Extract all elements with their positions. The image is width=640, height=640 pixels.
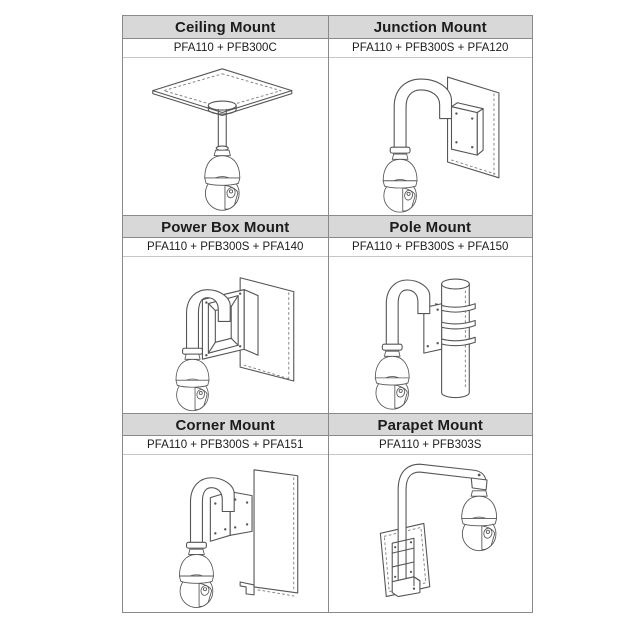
junction-mount-illustration xyxy=(382,76,499,213)
mount-part-numbers: PFA110 + PFB300S + PFA150 xyxy=(328,238,532,257)
mount-title: Parapet Mount xyxy=(328,413,532,437)
ceiling-mount-illustration xyxy=(152,68,293,211)
parapet-mount-figure xyxy=(329,455,533,612)
mount-cell-parapet: Parapet Mount PFA110 + PFB303S xyxy=(327,413,533,612)
mount-part-numbers: PFA110 + PFB300S + PFA120 xyxy=(328,39,532,58)
mount-title: Ceiling Mount xyxy=(123,16,328,39)
mount-part-numbers: PFA110 + PFB303S xyxy=(328,436,532,456)
mount-title: Junction Mount xyxy=(328,16,532,39)
mount-part-numbers: PFA110 + PFB300S + PFA140 xyxy=(123,238,328,257)
power-box-mount-illustration xyxy=(175,276,295,411)
mount-part-numbers: PFA110 + PFB300S + PFA151 xyxy=(123,436,328,456)
mount-title: Corner Mount xyxy=(123,413,328,437)
ceiling-mount-figure xyxy=(123,58,328,215)
pole-mount-figure xyxy=(329,257,533,414)
junction-mount-figure xyxy=(329,58,533,215)
mount-cell-power-box: Power Box Mount PFA110 + PFB300S + PFA14… xyxy=(123,214,328,414)
mount-part-numbers: PFA110 + PFB300C xyxy=(123,39,328,58)
power-box-mount-figure xyxy=(123,257,328,414)
mount-options-table: Ceiling Mount PFA110 + PFB300C Junction … xyxy=(122,15,533,613)
mount-cell-corner: Corner Mount PFA110 + PFB300S + PFA151 xyxy=(123,413,328,612)
mount-cell-ceiling: Ceiling Mount PFA110 + PFB300C xyxy=(123,16,328,215)
mount-cell-pole: Pole Mount PFA110 + PFB300S + PFA150 xyxy=(327,214,533,414)
mount-cell-junction: Junction Mount PFA110 + PFB300S + PFA120 xyxy=(327,16,533,215)
parapet-mount-illustration xyxy=(379,463,497,598)
pole-mount-illustration xyxy=(374,278,476,410)
mount-title: Pole Mount xyxy=(328,214,532,238)
mount-title: Power Box Mount xyxy=(123,214,328,238)
corner-mount-figure xyxy=(123,455,328,612)
corner-mount-illustration xyxy=(179,469,299,609)
